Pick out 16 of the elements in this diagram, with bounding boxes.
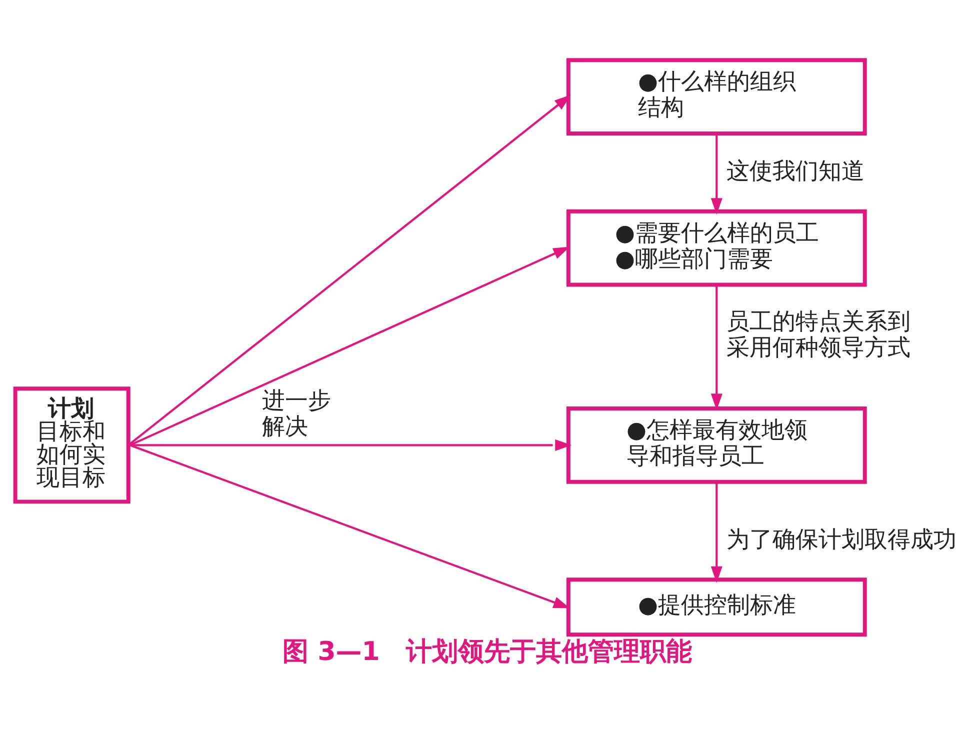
caption: 图 3—1 计划领先于其他管理职能	[282, 636, 692, 666]
arrow	[710, 482, 722, 582]
node-box: ●什么样的组织结构	[566, 58, 866, 135]
node-box: 计划 目标和如何实现目标	[12, 386, 130, 504]
node-box: ●提供控制标准	[566, 577, 866, 636]
node-box: ●需要什么样的员工 ●哪些部门需要	[566, 208, 866, 286]
arrow	[128, 438, 572, 450]
arrow	[127, 94, 570, 446]
edge-label: 为了确保计划取得成功	[726, 526, 956, 552]
node-box: ●怎样最有效地领导和指导员工	[566, 406, 866, 484]
arrow	[128, 246, 570, 446]
edge-label: 这使我们知道	[726, 158, 864, 184]
arrow	[710, 132, 722, 214]
edge-label: 进一步解决	[261, 387, 330, 440]
arrow	[129, 444, 570, 608]
edge-label: 员工的特点关系到采用何种领导方式	[726, 308, 910, 361]
